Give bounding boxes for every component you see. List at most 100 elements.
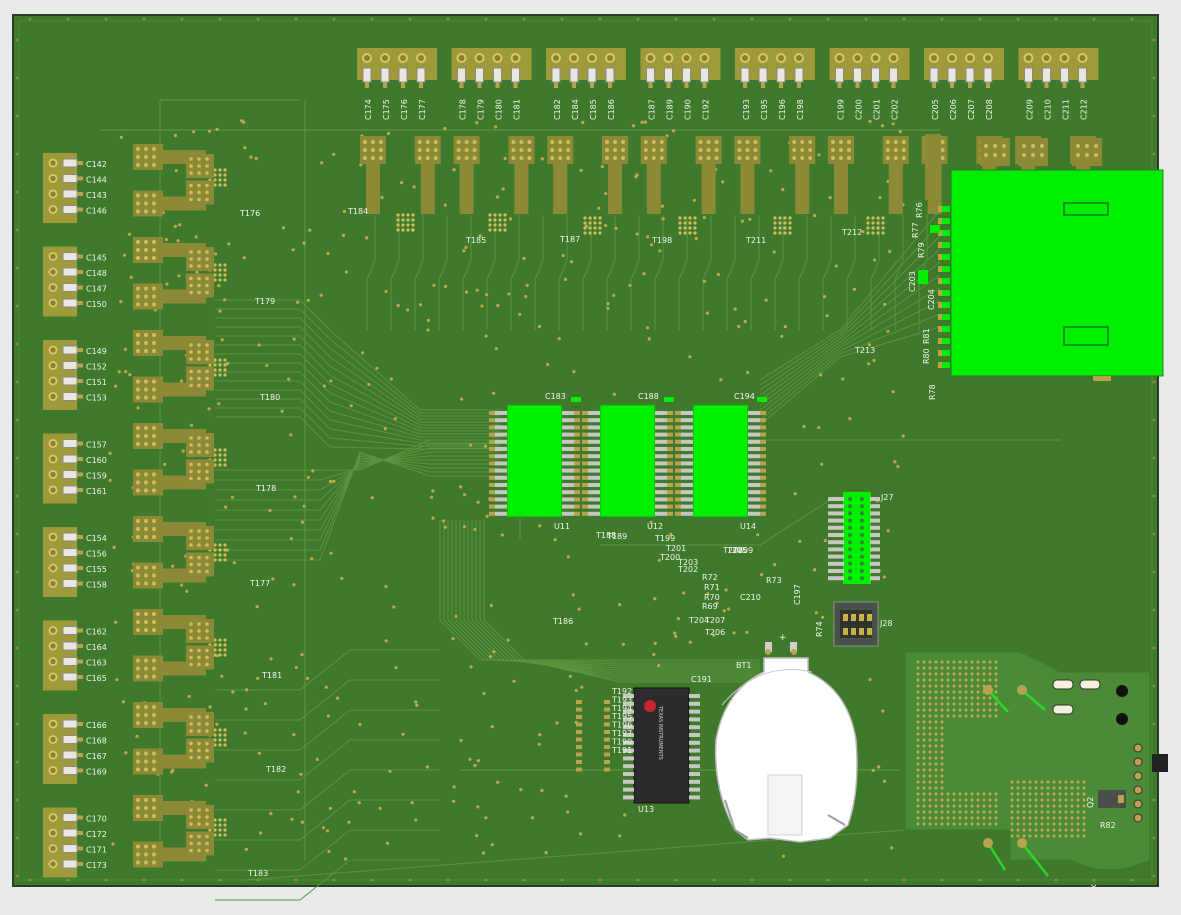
ref-label: T200 <box>659 553 680 562</box>
ref-label: T184 <box>347 207 368 216</box>
top-capacitor-row <box>357 48 1099 88</box>
top-cap-label: C189 <box>666 99 675 120</box>
j28-connector[interactable] <box>833 601 879 647</box>
left-cap-label: C153 <box>86 394 107 403</box>
top-cap-label: C193 <box>742 99 751 120</box>
left-cap-label: C155 <box>86 565 107 574</box>
error-marker: × <box>1090 883 1098 893</box>
j27-label: J27 <box>880 493 894 502</box>
chip-cap-label: C183 <box>545 392 566 401</box>
u13-cap-label: C191 <box>691 675 712 684</box>
top-cap-label: C207 <box>967 99 976 120</box>
ref-label: T183 <box>247 869 268 878</box>
rj45-connector[interactable] <box>950 169 1164 381</box>
top-cap-label: C212 <box>1080 99 1089 120</box>
left-cap-label: C164 <box>86 643 107 652</box>
top-cap-label: C187 <box>648 99 657 120</box>
ref-label: T211 <box>745 236 766 245</box>
ref-label: T212 <box>841 228 862 237</box>
ref-label: R81 <box>922 328 931 344</box>
top-cap-label: C205 <box>931 99 940 120</box>
ref-label: T181 <box>261 671 282 680</box>
ref-label: T187 <box>559 235 580 244</box>
ref-label: R77 <box>911 222 920 238</box>
j27-header[interactable] <box>828 492 880 584</box>
top-cap-label: C190 <box>684 99 693 120</box>
rj45-side-pads <box>918 206 950 368</box>
top-cap-label: C179 <box>477 99 486 120</box>
left-cap-label: C169 <box>86 768 107 777</box>
top-cap-label: C198 <box>796 99 805 120</box>
chip-cap-label: C188 <box>638 392 659 401</box>
u13-chip[interactable]: TEXAS INSTRUMENTS <box>623 687 700 804</box>
u13-t-label: T192 <box>611 687 632 696</box>
top-cap-label: C200 <box>855 99 864 120</box>
ref-label: BT1 <box>736 661 751 670</box>
ref-label: T207 <box>704 616 725 625</box>
left-cap-label: C148 <box>86 269 107 278</box>
ref-label: T179 <box>254 297 275 306</box>
top-cap-label: C180 <box>495 99 504 120</box>
chip-ref-label: U11 <box>554 522 570 531</box>
top-cap-label: C210 <box>1044 99 1053 120</box>
ref-label: T202 <box>677 565 698 574</box>
ref-label: T178 <box>255 484 276 493</box>
top-cap-label: C184 <box>571 99 580 120</box>
ref-label: R70 <box>704 593 720 602</box>
ref-label: Q2 <box>1086 797 1095 808</box>
top-cap-label: C206 <box>949 99 958 120</box>
left-cap-label: C166 <box>86 721 107 730</box>
top-cap-label: C208 <box>985 99 994 120</box>
ref-label: T186 <box>552 617 573 626</box>
u13-t-label: T196 <box>611 721 632 730</box>
u13-t-label: T193 <box>611 695 632 704</box>
ref-label: T205 <box>726 546 747 555</box>
top-cap-label: C195 <box>760 99 769 120</box>
left-cap-label: C144 <box>86 176 107 185</box>
ref-label: R72 <box>702 573 718 582</box>
ref-label: C197 <box>793 584 802 605</box>
barrel-jack-pads <box>1052 679 1128 725</box>
chip-cap-label: C194 <box>734 392 755 401</box>
left-cap-label: C145 <box>86 254 107 263</box>
ref-label: T189 <box>606 532 627 541</box>
ref-label: R74 <box>815 621 824 637</box>
ref-label: T182 <box>265 765 286 774</box>
u13-t-label: T190 <box>611 737 632 746</box>
ref-label: C210 <box>740 593 761 602</box>
top-cap-label: C178 <box>459 99 468 120</box>
left-cap-label: C168 <box>86 737 107 746</box>
left-cap-label: C167 <box>86 752 107 761</box>
j28-label: J28 <box>879 619 893 628</box>
ref-label: T177 <box>249 579 270 588</box>
battery-polarity: + <box>779 633 787 643</box>
u13-left-pads <box>576 700 610 772</box>
ref-label: R79 <box>917 242 926 258</box>
ref-label: T176 <box>239 209 260 218</box>
left-cap-label: C142 <box>86 160 107 169</box>
ref-label: T185 <box>465 236 486 245</box>
top-cap-label: C192 <box>702 99 711 120</box>
top-cap-label: C202 <box>891 99 900 120</box>
left-cap-label: C162 <box>86 628 107 637</box>
left-capacitor-column <box>43 153 83 878</box>
ref-label: T203 <box>677 558 698 567</box>
top-cap-label: C199 <box>837 99 846 120</box>
top-cap-label: C174 <box>364 99 373 120</box>
top-cap-label: C211 <box>1062 99 1071 120</box>
ti-logo-text: TEXAS INSTRUMENTS <box>657 705 663 760</box>
chip-ref-label: U14 <box>740 522 756 531</box>
ref-label: T180 <box>259 393 280 402</box>
bt1-battery-holder[interactable] <box>714 642 858 843</box>
board-inner-edge <box>18 20 1153 881</box>
left-cap-label: C149 <box>86 347 107 356</box>
chip-ref-label: U12 <box>647 522 663 531</box>
left-cap-label: C147 <box>86 285 107 294</box>
u13-t-label: T195 <box>611 712 632 721</box>
left-cap-label: C171 <box>86 846 107 855</box>
chip-group <box>489 397 767 518</box>
ref-label: T206 <box>704 628 725 637</box>
top-cap-label: C181 <box>513 99 522 120</box>
ref-label: T199 <box>654 534 675 543</box>
